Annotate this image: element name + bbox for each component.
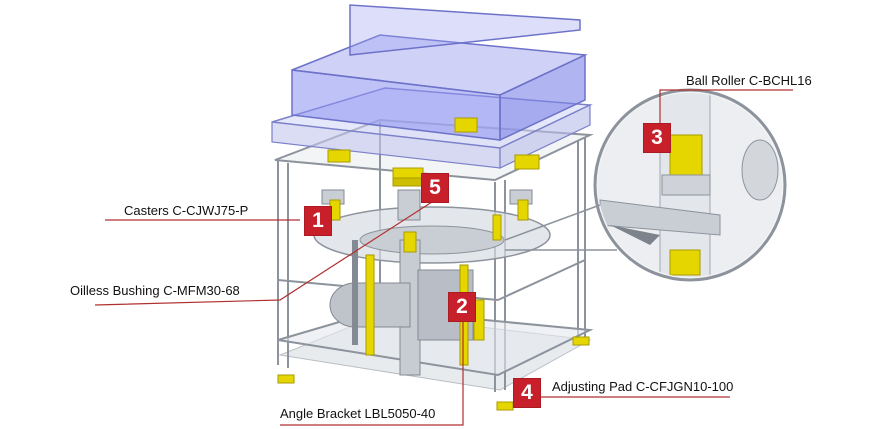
callout-label-adjusting-pad: Adjusting Pad C-CFJGN10-100 xyxy=(552,379,734,394)
leader-line-5 xyxy=(94,199,436,306)
callout-badge-3: 3 xyxy=(643,123,671,153)
leader-line-3 xyxy=(659,89,793,125)
callout-badge-1: 1 xyxy=(304,206,332,236)
callout-label-casters: Casters C-CJWJ75-P xyxy=(124,203,249,218)
callout-label-angle-bracket: Angle Bracket LBL5050-40 xyxy=(280,406,436,421)
leader-line-2 xyxy=(280,320,464,426)
callout-badge-4: 4 xyxy=(513,378,541,408)
callout-badge-2: 2 xyxy=(448,292,476,322)
callout-label-ball-roller: Ball Roller C-BCHL16 xyxy=(686,73,812,88)
callout-label-oilless-bushing: Oilless Bushing C-MFM30-68 xyxy=(70,283,240,298)
callout-badge-5: 5 xyxy=(421,173,449,203)
